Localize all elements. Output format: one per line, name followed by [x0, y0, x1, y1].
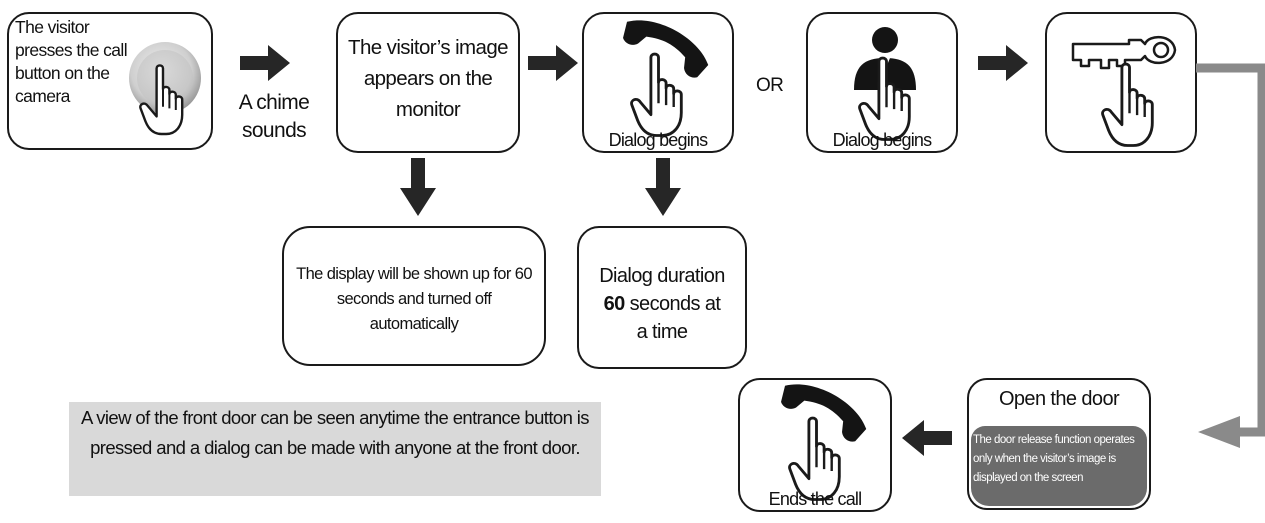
dialog-duration-text: Dialog duration 60 seconds at a time — [585, 262, 739, 346]
chime-text: A chime sounds — [238, 91, 310, 142]
open-door-box: Open the door The door release function … — [967, 378, 1151, 510]
arrow-right-icon — [240, 45, 290, 81]
handset-icon — [781, 384, 867, 442]
key-icon — [1071, 36, 1177, 70]
step-visitor-press-box: The visitor presses the call button on t… — [7, 12, 213, 150]
step-image-appears-text: The visitor’s image appears on the monit… — [348, 36, 508, 121]
step-key-box — [1045, 12, 1197, 153]
ends-call-caption: Ends the call — [768, 489, 862, 509]
pointing-hand-icon — [1101, 62, 1154, 147]
info-text: A view of the front door can be seen any… — [81, 407, 590, 458]
display-timeout-text: The display will be shown up for 60 seco… — [296, 265, 532, 333]
step-visitor-press-text: The visitor presses the call button on t… — [15, 17, 128, 106]
connector-line — [1196, 63, 1265, 448]
dialog-duration-pre: Dialog duration — [599, 265, 725, 287]
open-door-title: Open the door — [998, 388, 1120, 410]
arrow-right-icon — [528, 45, 578, 81]
arrow-down-icon — [645, 158, 681, 216]
display-timeout-box: The display will be shown up for 60 seco… — [282, 226, 546, 366]
dialog-duration-post-2: a time — [636, 321, 688, 343]
info-box: A view of the front door can be seen any… — [69, 402, 601, 496]
call-button-icon — [129, 42, 201, 136]
step-image-appears-box: The visitor’s image appears on the monit… — [336, 12, 520, 153]
step-dialog-person-box: Dialog begins — [806, 12, 958, 153]
door-release-note-text: The door release function operates only … — [973, 434, 1135, 484]
dialog-begins-caption: Dialog begins — [608, 130, 708, 150]
dialog-begins-caption: Dialog begins — [832, 130, 932, 150]
arrow-right-icon — [978, 45, 1028, 81]
arrow-left-icon — [902, 420, 952, 456]
door-release-note: The door release function operates only … — [971, 426, 1147, 506]
handset-icon — [623, 20, 709, 78]
dialog-duration-bold: 60 — [603, 293, 626, 315]
pointing-hand-icon — [630, 52, 683, 137]
end-call-box: Ends the call — [738, 378, 892, 512]
dialog-duration-box: Dialog duration 60 seconds at a time — [577, 226, 747, 369]
or-text: OR — [756, 75, 784, 96]
arrow-down-icon — [400, 158, 436, 216]
dialog-duration-post-1: seconds at — [629, 293, 721, 315]
step-dialog-handset-box: Dialog begins — [582, 12, 734, 153]
